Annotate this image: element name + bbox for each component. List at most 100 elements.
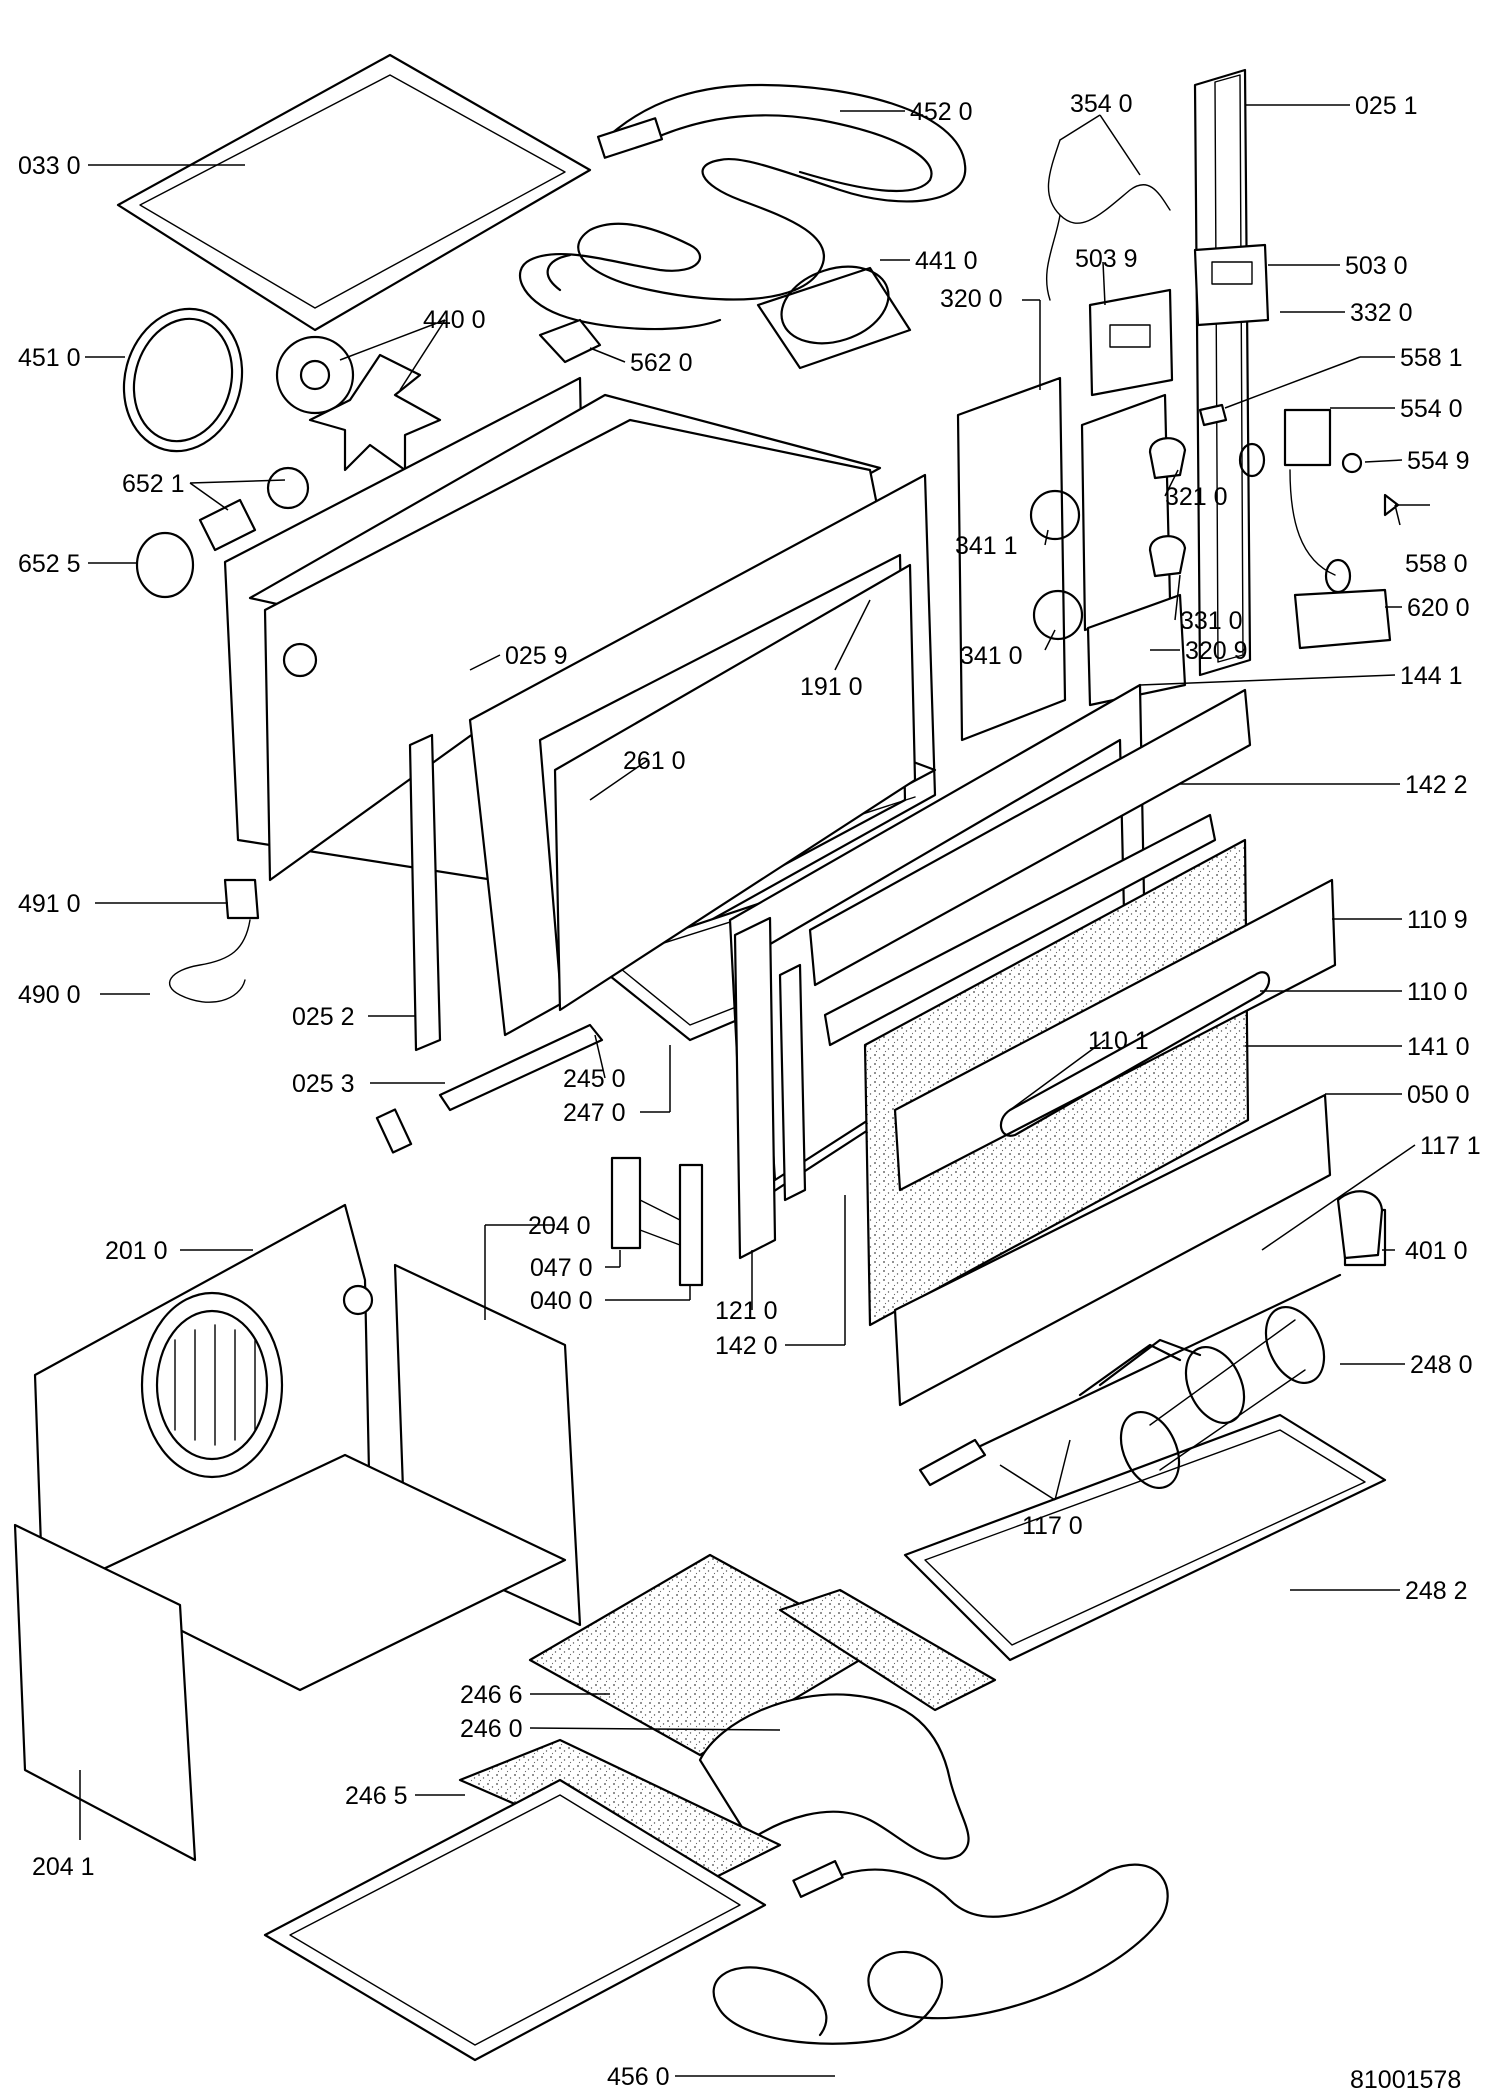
door-hinge-arm (678, 1163, 704, 1287)
part-label-040-0: 040 0 (530, 1287, 593, 1315)
control-panel-lower-plate (1086, 593, 1187, 707)
part-label-341-0: 341 0 (960, 642, 1023, 670)
door-handle-panel (893, 878, 1337, 1192)
back-panel-grille-slots (174, 1324, 256, 1446)
document-number: 81001578 (1350, 2066, 1461, 2094)
selector-dial-bottom (1032, 589, 1084, 641)
part-drawings (13, 53, 1400, 2062)
part-label-142-2: 142 2 (1405, 771, 1468, 799)
part-label-191-0: 191 0 (800, 673, 863, 701)
part-label-451-0: 451 0 (18, 344, 81, 372)
part-label-248-0: 248 0 (1410, 1351, 1473, 1379)
bottom-panel (78, 1453, 567, 1692)
bottom-tray-inner (289, 1794, 741, 2046)
part-label-246-0: 246 0 (460, 1715, 523, 1743)
part-label-261-0: 261 0 (623, 747, 686, 775)
ferrite-ring-lower (1324, 558, 1352, 594)
door-handle (999, 971, 1271, 1137)
part-label-321-0: 321 0 (1165, 483, 1228, 511)
door-hinge-bracket (610, 1156, 642, 1250)
control-panel-plate (1080, 393, 1172, 632)
part-label-245-0: 245 0 (563, 1065, 626, 1093)
part-label-354-0: 354 0 (1070, 90, 1133, 118)
knob-331 (1148, 535, 1187, 578)
part-label-121-0: 121 0 (715, 1297, 778, 1325)
side-strip (408, 733, 442, 1052)
part-label-490-0: 490 0 (18, 981, 81, 1009)
floor-rail (438, 1023, 604, 1112)
upper-heating-element-terminal (596, 117, 664, 159)
clock-fascia-display (1109, 324, 1151, 348)
upper-heating-element-inner (546, 114, 933, 292)
part-label-652-1: 652 1 (122, 470, 185, 498)
rotisserie-wheel-back (1264, 1306, 1326, 1384)
right-support-column-face (1214, 74, 1244, 663)
insulation-pad-cutout (698, 1693, 970, 1860)
door-bottom-strip (823, 813, 1217, 1047)
back-panel-knob (342, 1284, 374, 1316)
back-panel-fan-grille (140, 1291, 284, 1479)
part-label-503-0: 503 0 (1345, 252, 1408, 280)
part-label-025-9: 025 9 (505, 642, 568, 670)
convection-fan-blade (308, 353, 442, 472)
clock-display (1211, 261, 1253, 285)
part-label-401-0: 401 0 (1405, 1237, 1468, 1265)
door-bottom-trim (893, 1093, 1332, 1407)
door-top-strip (808, 688, 1252, 987)
upper-heating-element (519, 83, 967, 331)
pin (375, 1108, 413, 1154)
part-label-033-0: 033 0 (18, 152, 81, 180)
top-cover-panel (116, 53, 592, 332)
part-label-558-1: 558 1 (1400, 344, 1463, 372)
part-label-341-1: 341 1 (955, 532, 1018, 560)
right-support-column (1193, 68, 1252, 677)
part-label-452-0: 452 0 (910, 98, 973, 126)
terminal-block (1293, 588, 1392, 650)
cable (168, 919, 251, 1003)
part-label-110-1: 110 1 (1088, 1027, 1149, 1055)
wire-rack (903, 1413, 1387, 1662)
fan-motor-housing (756, 266, 912, 370)
part-label-246-5: 246 5 (345, 1782, 408, 1810)
lower-heating-element-terminal (792, 1860, 844, 1898)
part-label-331-0: 331 0 (1180, 607, 1243, 635)
rotisserie-wheel-mid (1184, 1346, 1246, 1424)
spring-clip (1383, 493, 1400, 517)
part-label-201-0: 201 0 (105, 1237, 168, 1265)
thermal-cutout (538, 318, 602, 364)
clock-fascia (1088, 288, 1174, 397)
bottom-tray (263, 1778, 767, 2062)
part-label-491-0: 491 0 (18, 890, 81, 918)
rotisserie-fork (1078, 1338, 1202, 1397)
part-label-050-0: 050 0 (1407, 1081, 1470, 1109)
selector-dial-top (1029, 489, 1081, 541)
part-label-246-6: 246 6 (460, 1681, 523, 1709)
door-frame-left (733, 916, 777, 1260)
knob-321 (1148, 437, 1187, 480)
part-labels: 033 0 452 0 354 0 025 1 441 0 503 9 503 … (18, 90, 1481, 2094)
part-label-204-1: 204 1 (32, 1853, 95, 1881)
lamp-socket (198, 498, 257, 552)
fan-motor-drum (780, 265, 890, 345)
part-label-554-0: 554 0 (1400, 395, 1463, 423)
part-label-144-1: 144 1 (1400, 662, 1463, 690)
switch-wire (1289, 469, 1336, 576)
door-latch (1336, 1190, 1384, 1260)
part-label-142-0: 142 0 (715, 1332, 778, 1360)
lower-heating-element (712, 1863, 1169, 2045)
leader-lines (79, 104, 1430, 2077)
part-label-441-0: 441 0 (915, 247, 978, 275)
part-label-117-1: 117 1 (1420, 1132, 1481, 1160)
part-label-204-0: 204 0 (528, 1212, 591, 1240)
lamp-gasket (135, 531, 195, 599)
convection-fan-motor-center (299, 359, 331, 391)
part-label-320-9: 320 9 (1185, 637, 1248, 665)
rotisserie-rod-b (1159, 1369, 1306, 1471)
door-hinge-link (639, 1199, 681, 1246)
rotisserie-wheel-front (1119, 1411, 1181, 1489)
wire-harness (1046, 139, 1171, 301)
rotisserie-handle (918, 1438, 987, 1487)
part-label-248-2: 248 2 (1405, 1577, 1468, 1605)
relay-switch (1283, 408, 1332, 467)
